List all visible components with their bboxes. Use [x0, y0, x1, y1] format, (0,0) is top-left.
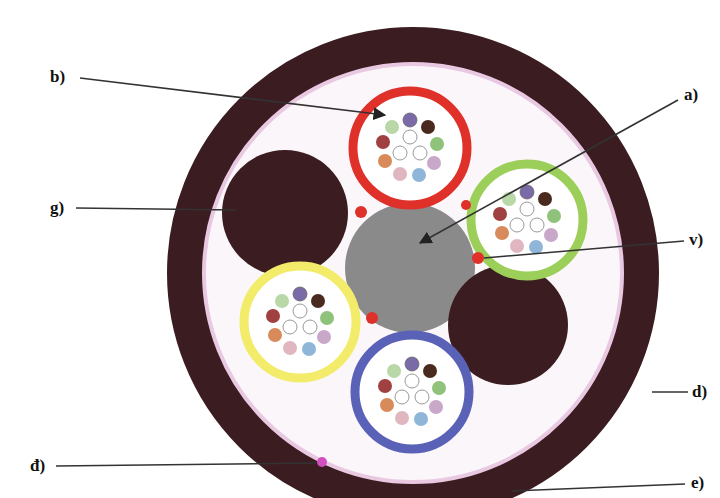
leader-line: [76, 208, 236, 210]
loose-tube: [244, 266, 356, 378]
callout-letter: đ): [30, 457, 45, 474]
leader-line: [652, 391, 688, 393]
leader-line: [484, 241, 684, 258]
callout-letter: a): [684, 86, 698, 103]
binder-thread: [366, 312, 378, 324]
filler-rod: [222, 150, 348, 276]
leader-line: [512, 484, 685, 491]
loose-tube: [353, 91, 467, 205]
binder-thread: [461, 200, 471, 210]
loose-tube: [355, 335, 469, 449]
callout-letter: v): [689, 231, 703, 248]
binder-thread: [472, 252, 484, 264]
optical-fibers: [376, 113, 444, 182]
callout-letter: e): [691, 474, 704, 491]
ripcord: [317, 457, 327, 467]
outer-jacket: [185, 45, 641, 498]
callout-letter: d): [692, 383, 707, 400]
leader-line: [56, 463, 316, 466]
callout-letter: b): [50, 68, 65, 85]
optical-fibers: [493, 185, 561, 254]
leader-lines: [56, 78, 688, 491]
optical-fibers: [266, 287, 334, 356]
loose-tube: [471, 164, 583, 276]
callout-letter: g): [50, 199, 64, 216]
leader-line: [420, 100, 678, 243]
binder-thread: [355, 206, 367, 218]
leader-line: [80, 78, 385, 115]
inner-sheath: [204, 64, 622, 482]
optical-fibers: [378, 357, 446, 426]
